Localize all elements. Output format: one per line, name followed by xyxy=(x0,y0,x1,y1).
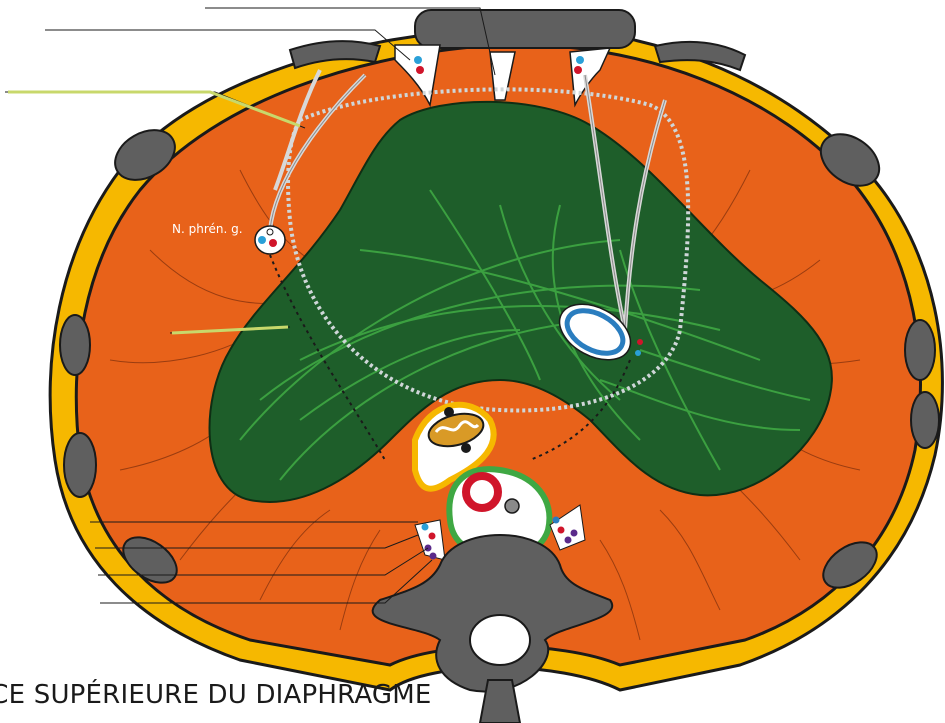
left-phrenic-foramen xyxy=(255,226,285,254)
left-phrenic-nerve-label: N. phrén. g. xyxy=(172,222,243,236)
thoracic-duct xyxy=(505,499,519,513)
vertebral-foramen xyxy=(470,615,530,665)
ivc-label: VCI xyxy=(580,326,602,341)
sterno-costal-gaps xyxy=(395,45,610,105)
figure-caption: FACE SUPÉRIEURE DU DIAPHRAGME xyxy=(0,680,432,710)
aorta xyxy=(466,476,498,508)
sternum xyxy=(415,10,635,48)
spinous-process xyxy=(480,680,520,723)
